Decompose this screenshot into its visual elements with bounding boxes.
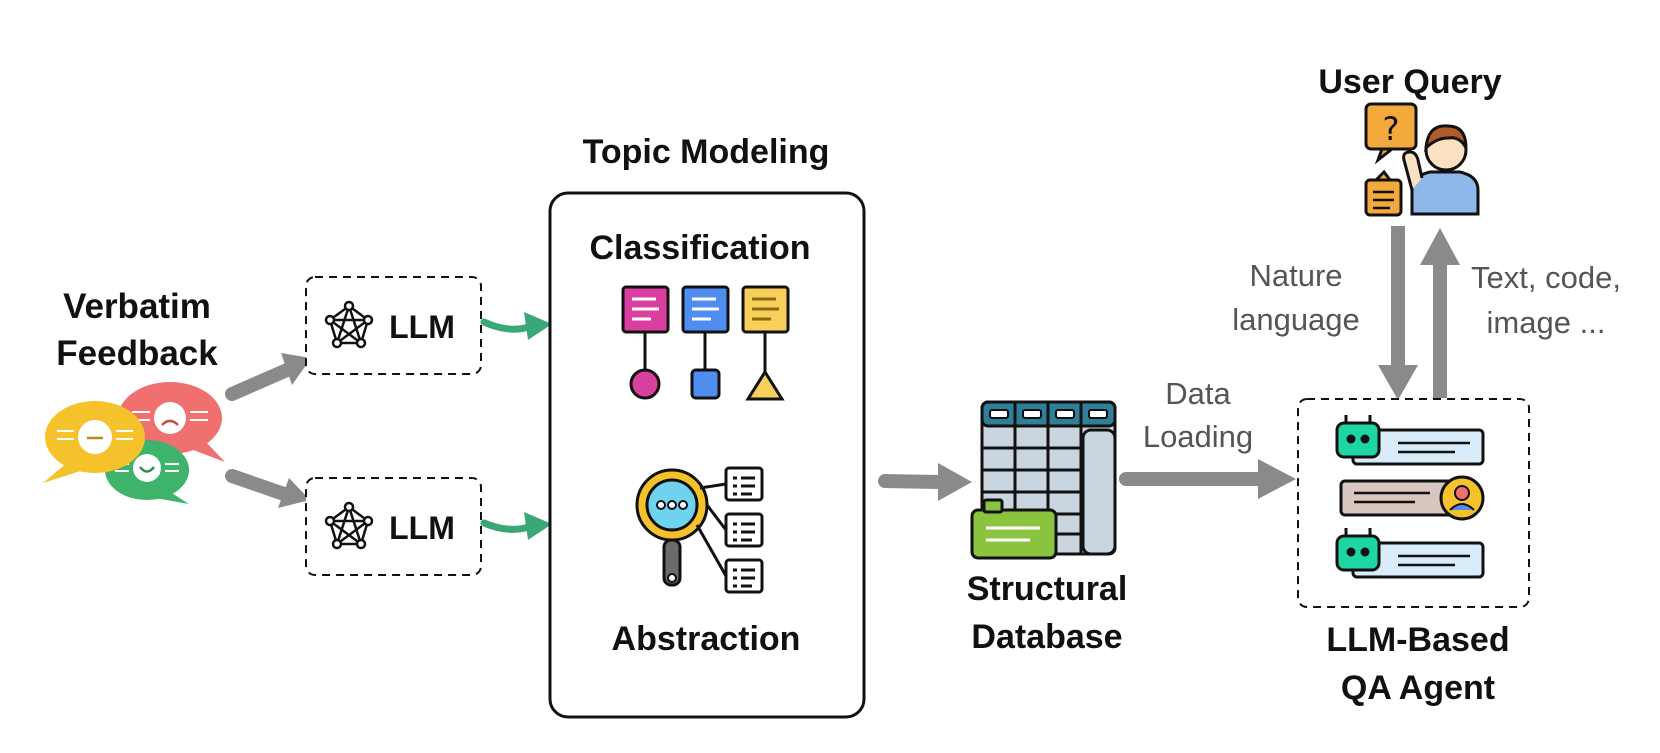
magnifier-icon	[635, 468, 728, 587]
qa-agent-label-line1: LLM-Based	[1326, 621, 1509, 659]
llm-box-top: LLM	[305, 276, 482, 375]
nature-language-line2: language	[1232, 302, 1360, 337]
document-icon	[724, 558, 764, 594]
network-icon	[324, 300, 374, 349]
feedback-title-line2: Feedback	[56, 334, 218, 373]
database-label-line2: Database	[971, 618, 1122, 656]
abstraction-label: Abstraction	[612, 620, 801, 658]
arrow-feedback-to-llm-bottom	[225, 469, 310, 508]
data-loading-line2: Loading	[1143, 419, 1253, 454]
document-icon	[724, 466, 764, 502]
output-types-line2: image ...	[1487, 305, 1606, 340]
feedback-title-line1: Verbatim	[63, 287, 211, 326]
network-icon	[324, 501, 374, 550]
arrow-answer-up	[1420, 228, 1460, 398]
arrow-query-down	[1378, 226, 1418, 400]
database-icon	[970, 400, 1117, 560]
user-query-title: User Query	[1318, 63, 1501, 101]
topic-modeling-title: Topic Modeling	[583, 133, 830, 171]
qa-agent-label-line2: QA Agent	[1341, 669, 1495, 707]
database-label-line1: Structural	[967, 570, 1128, 608]
llm-label-bottom: LLM	[389, 510, 455, 546]
user-question-icon: ?	[1364, 102, 1480, 217]
arrow-llm-top-to-topic	[480, 312, 552, 340]
classification-label: Classification	[589, 229, 810, 267]
arrow-llm-bottom-to-topic	[480, 512, 552, 540]
document-icon	[724, 512, 764, 548]
llm-box-bottom: LLM	[305, 477, 482, 576]
llm-label-top: LLM	[389, 309, 455, 345]
output-types-line1: Text, code,	[1471, 260, 1621, 295]
data-loading-line1: Data	[1165, 376, 1231, 411]
arrow-database-to-agent	[1119, 459, 1296, 499]
arrow-topic-to-database	[878, 463, 972, 501]
classification-cards-icon	[621, 285, 790, 401]
arrow-feedback-to-llm-top	[225, 353, 311, 401]
chat-bubbles-icon	[43, 382, 225, 504]
nature-language-line1: Nature	[1249, 258, 1342, 293]
svg-text:?: ?	[1383, 110, 1400, 148]
chatbot-icon	[1335, 415, 1485, 579]
